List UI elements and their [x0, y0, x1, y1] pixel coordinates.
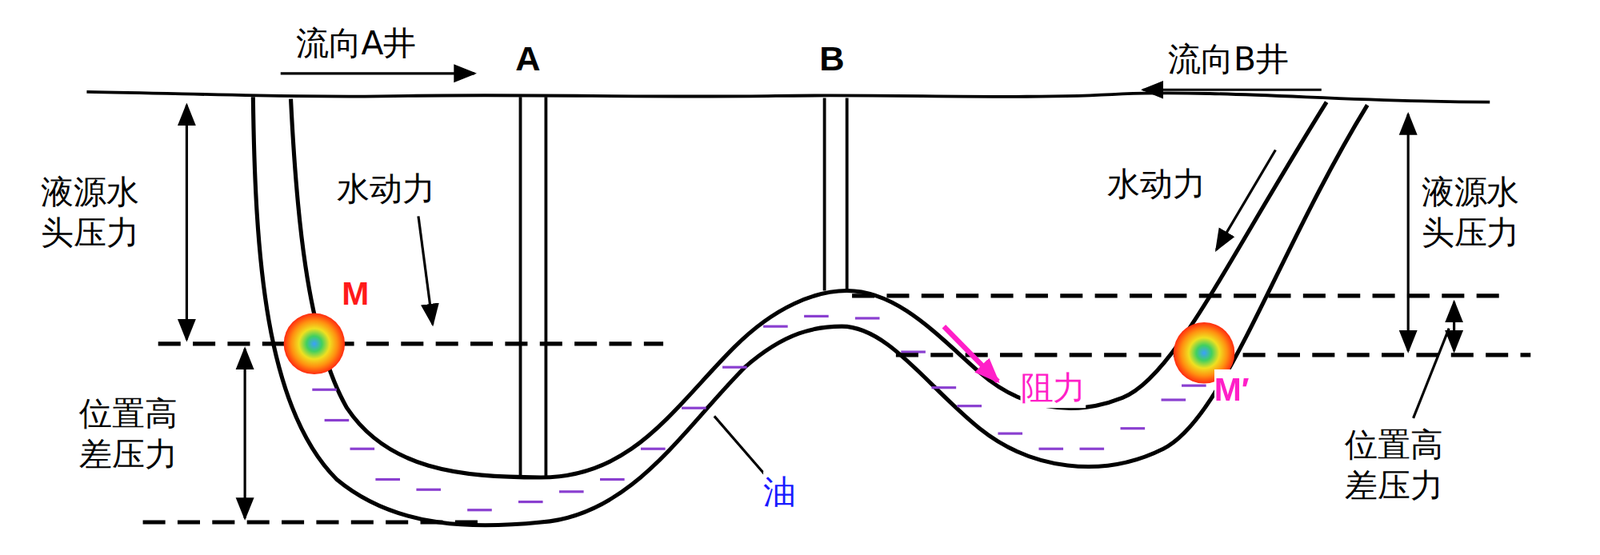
force-label: 水动力 — [336, 168, 435, 209]
oil-label: 油 — [763, 471, 796, 512]
pressure-label: 位置高差压力 — [79, 392, 179, 475]
force-label: 水动力 — [1107, 163, 1205, 204]
well-name: A — [515, 36, 540, 80]
flow-label: 流向A井 — [296, 22, 416, 64]
flow-label: 流向B井 — [1168, 38, 1288, 80]
well-name: B — [819, 36, 844, 80]
resistance-label: 阻力 — [1020, 367, 1087, 408]
pressure-label: 液源水头压力 — [40, 171, 140, 253]
pressure-label: 液源水头压力 — [1421, 171, 1521, 253]
point-label: M — [341, 273, 369, 315]
pressure-label: 位置高差压力 — [1344, 424, 1444, 507]
point-label: M′ — [1214, 369, 1250, 411]
